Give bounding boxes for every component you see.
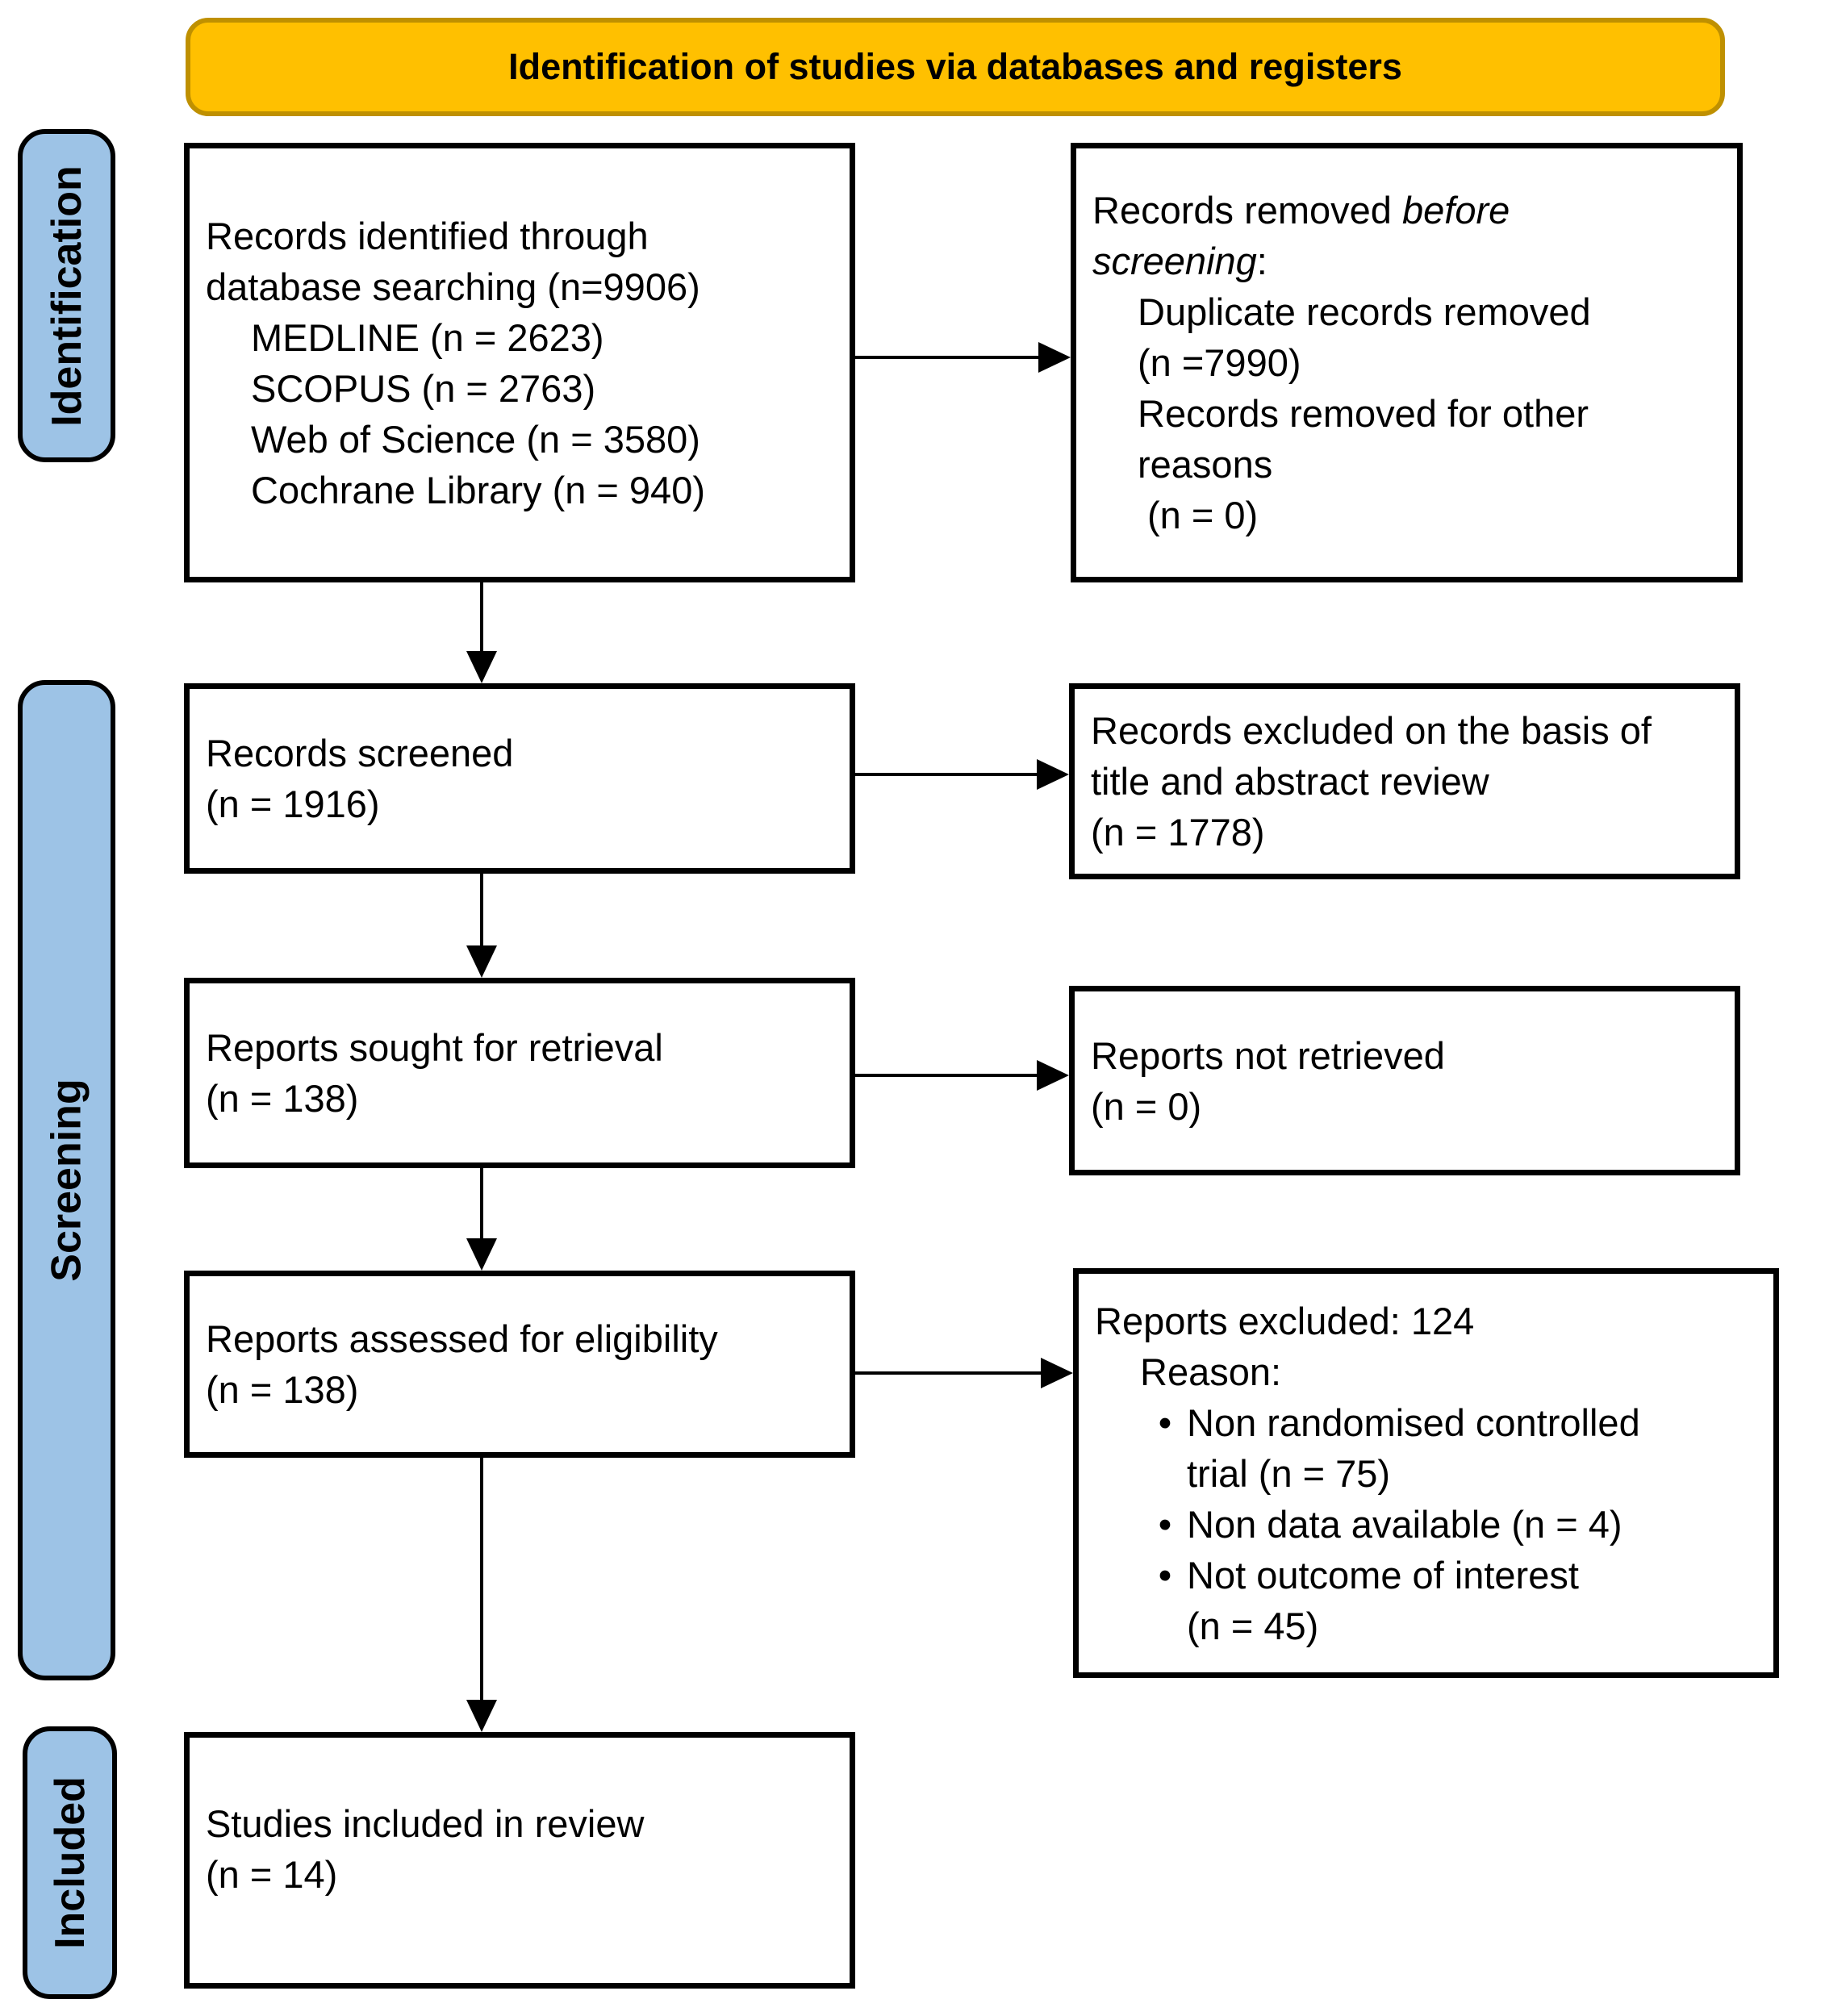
records-identified-source-wos: Web of Science (n = 3580)	[251, 417, 700, 461]
box-reports-excluded: Reports excluded: 124 Reason: • Non rand…	[1073, 1268, 1779, 1678]
arrow-screened-to-excluded	[855, 759, 1069, 790]
records-removed-other-line3: (n = 0)	[1147, 494, 1259, 536]
stage-label-screening-text: Screening	[43, 1079, 90, 1282]
arrow-assessed-to-included	[466, 1458, 497, 1732]
stage-label-identification-text: Identification	[43, 165, 90, 427]
stage-label-identification: Identification	[18, 129, 115, 462]
box-reports-sought-for-retrieval: Reports sought for retrieval (n = 138)	[184, 978, 855, 1168]
banner-identification-of-studies: Identification of studies via databases …	[186, 18, 1725, 116]
banner-title: Identification of studies via databases …	[508, 46, 1402, 87]
reports-assessed-line1: Reports assessed for eligibility	[206, 1317, 718, 1360]
arrow-head-down-icon	[466, 1238, 497, 1271]
box-records-screened: Records screened (n = 1916)	[184, 683, 855, 874]
box-studies-included-in-review: Studies included in review (n = 14)	[184, 1732, 855, 1989]
arrow-shaft	[855, 773, 1038, 776]
box-records-excluded: Records excluded on the basis of title a…	[1069, 683, 1740, 879]
arrow-head-down-icon	[466, 945, 497, 978]
reports-not-retrieved-line1: Reports not retrieved	[1091, 1033, 1445, 1077]
arrow-sought-to-not-retrieved	[855, 1060, 1069, 1091]
reports-excluded-bullet-2: • Non data available (n = 4)	[1095, 1499, 1764, 1550]
records-excluded-line3: (n = 1778)	[1091, 811, 1265, 854]
records-screened-line2: (n = 1916)	[206, 783, 380, 825]
records-removed-line1: Records removed before	[1092, 189, 1510, 232]
reports-excluded-bullet-3: • Not outcome of interest (n = 45)	[1095, 1550, 1764, 1651]
arrow-shaft	[480, 874, 483, 947]
studies-included-line2: (n = 14)	[206, 1853, 338, 1896]
stage-label-included: Included	[23, 1726, 117, 1999]
records-identified-source-scopus: SCOPUS (n = 2763)	[251, 366, 596, 410]
reports-assessed-line2: (n = 138)	[206, 1368, 359, 1411]
arrow-shaft	[480, 1168, 483, 1240]
records-identified-line1: Records identified through	[206, 214, 649, 257]
reports-not-retrieved-line2: (n = 0)	[1091, 1084, 1202, 1128]
arrow-head-right-icon	[1037, 759, 1069, 790]
bullet-icon: •	[1158, 1400, 1172, 1444]
records-excluded-line1: Records excluded on the basis of	[1091, 709, 1652, 752]
records-removed-line2: screening:	[1092, 240, 1267, 282]
records-removed-duplicates-line2: (n =7990)	[1138, 341, 1301, 384]
arrow-head-right-icon	[1037, 1060, 1069, 1091]
stage-label-screening: Screening	[18, 680, 115, 1680]
arrow-assessed-to-reports-excluded	[855, 1358, 1073, 1388]
arrow-head-right-icon	[1041, 1358, 1073, 1388]
reports-sought-line2: (n = 138)	[206, 1077, 359, 1120]
arrow-shaft	[480, 582, 483, 653]
box-records-identified: Records identified through database sear…	[184, 143, 855, 582]
records-removed-other-line1: Records removed for other	[1138, 392, 1589, 435]
arrow-shaft	[480, 1458, 483, 1701]
records-identified-source-cochrane: Cochrane Library (n = 940)	[251, 468, 705, 511]
reports-excluded-bullet-1: • Non randomised controlled trial (n = 7…	[1095, 1397, 1764, 1499]
records-excluded-line2: title and abstract review	[1091, 760, 1489, 803]
reports-sought-line1: Reports sought for retrieval	[206, 1026, 663, 1069]
records-removed-duplicates-line1: Duplicate records removed	[1138, 290, 1591, 333]
box-records-removed-before-screening: Records removed before screening: Duplic…	[1071, 143, 1743, 582]
arrow-sought-to-assessed	[466, 1168, 497, 1271]
stage-label-included-text: Included	[46, 1776, 94, 1949]
records-screened-line1: Records screened	[206, 732, 514, 774]
arrow-identified-to-removed	[855, 342, 1071, 373]
arrow-screened-to-sought	[466, 874, 497, 978]
arrow-shaft	[855, 356, 1040, 359]
bullet-icon: •	[1158, 1502, 1172, 1546]
box-reports-assessed-for-eligibility: Reports assessed for eligibility (n = 13…	[184, 1271, 855, 1458]
arrow-shaft	[855, 1074, 1038, 1077]
records-removed-other-line2: reasons	[1138, 443, 1273, 486]
bullet-icon: •	[1158, 1553, 1172, 1597]
records-identified-line2: database searching (n=9906)	[206, 265, 700, 308]
records-identified-source-medline: MEDLINE (n = 2623)	[251, 315, 604, 359]
reports-excluded-reason-label: Reason:	[1140, 1350, 1282, 1393]
reports-excluded-line1: Reports excluded: 124	[1095, 1299, 1475, 1342]
arrow-shaft	[855, 1371, 1042, 1375]
arrow-head-down-icon	[466, 1700, 497, 1732]
arrow-head-right-icon	[1038, 342, 1071, 373]
arrow-head-down-icon	[466, 651, 497, 683]
box-reports-not-retrieved: Reports not retrieved (n = 0)	[1069, 986, 1740, 1175]
arrow-identified-to-screened	[466, 582, 497, 683]
studies-included-line1: Studies included in review	[206, 1802, 645, 1845]
